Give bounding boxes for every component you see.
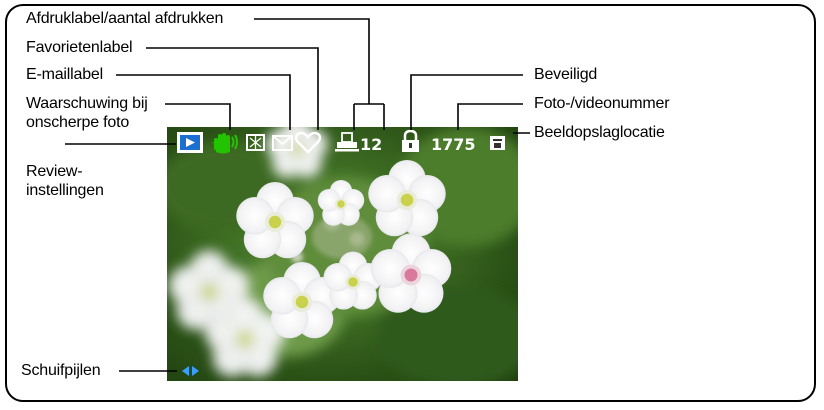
email-icon	[272, 135, 293, 151]
blur-warning-label-line2: onscherpe foto	[26, 114, 130, 131]
review-settings-label-line2: instellingen	[26, 182, 104, 199]
storage-card-icon	[490, 136, 505, 150]
flower-photo	[167, 127, 518, 381]
photo-video-number-label: Foto-/videonummer	[534, 95, 670, 112]
scroll-arrows-label: Schuifpijlen	[21, 362, 101, 379]
blur-warning-hand-icon	[211, 133, 238, 154]
diagram-frame	[5, 4, 816, 402]
lock-icon	[402, 129, 419, 152]
print-tag-label: Afdruklabel/aantal afdrukken	[26, 10, 224, 27]
blur-warning-label: Waarschuwing bij onscherpe foto	[26, 94, 148, 132]
print-icon	[335, 132, 359, 152]
review-settings-label-line1: Review-	[26, 163, 83, 180]
image-number: 1775	[431, 135, 476, 154]
status-bar	[177, 129, 505, 154]
storage-location-label: Beeldopslaglocatie	[534, 124, 665, 141]
print-count: 12	[360, 135, 383, 154]
favorite-heart-icon	[294, 131, 322, 154]
protected-label: Beveiligd	[534, 66, 598, 83]
email-tag-label: E-maillabel	[26, 66, 103, 83]
scroll-arrows-icon	[182, 366, 199, 376]
blur-warning-label-line1: Waarschuwing bij	[26, 95, 148, 112]
review-settings-label: Review- instellingen	[26, 162, 104, 200]
favorite-tag-label: Favorietenlabel	[26, 39, 133, 56]
camera-lcd-photo: 12 1775	[167, 127, 518, 381]
exposure-icon	[246, 134, 265, 151]
review-icon	[177, 132, 203, 153]
